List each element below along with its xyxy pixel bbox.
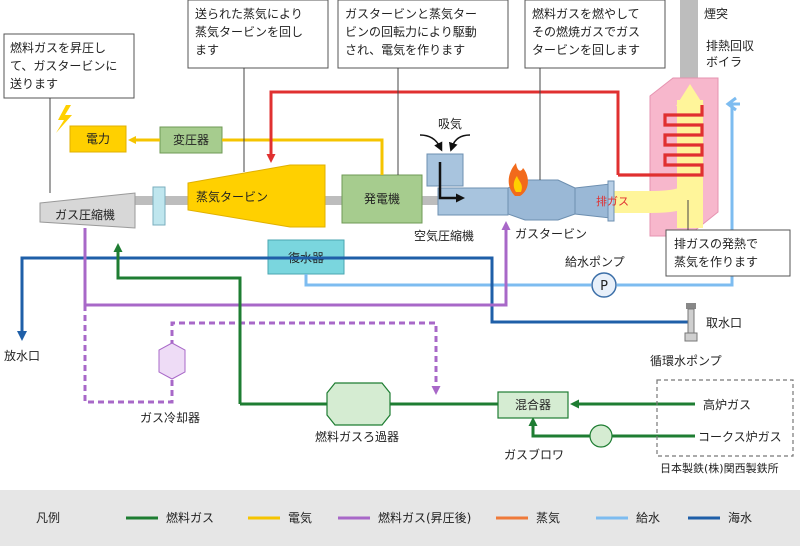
chimney	[680, 0, 698, 82]
discharge-label: 放水口	[4, 348, 40, 363]
coke-oven-gas-label: コークス炉ガス	[698, 430, 782, 444]
electricity-line-generator	[222, 138, 384, 175]
shaft-coupling	[152, 186, 166, 226]
legend-label-3: 蒸気	[536, 510, 560, 525]
seawater-line	[17, 256, 688, 341]
gas-blower	[589, 424, 613, 448]
note-steam-turbine-line3: ます	[195, 43, 219, 57]
steam-turbine	[187, 164, 326, 228]
hrsg-label-line1: 排熱回収	[706, 39, 754, 53]
transformer-label: 変圧器	[173, 132, 209, 147]
exhaust-flow-horizontal	[570, 186, 701, 213]
circulating-pump	[687, 308, 695, 334]
note-generator-line1: ガスタービンと蒸気ター	[345, 6, 477, 21]
mixer-label: 混合器	[515, 397, 551, 412]
feed-pump	[591, 272, 617, 298]
feed-water-line-condenser	[304, 274, 591, 287]
pump-symbol: P	[600, 279, 608, 294]
circulating-pump-base	[684, 332, 698, 342]
intake-arrow-left	[419, 134, 443, 152]
hrsg-label-line2: ボイラ	[706, 55, 742, 69]
coke-oven-gas-line-left	[528, 417, 590, 438]
flame-inner-icon	[513, 176, 522, 192]
legend-label-1: 電気	[288, 510, 312, 525]
generator	[341, 174, 423, 224]
gas-cooler-label: ガス冷却器	[140, 411, 200, 425]
steelworks-box	[656, 379, 794, 457]
note-generator-line3: され、電気を作ります	[345, 42, 465, 57]
note-gas-compressor-line3: 送ります	[10, 76, 58, 91]
legend-items: 燃料ガス 電気 燃料ガス(昇圧後) 蒸気 給水 海水	[126, 510, 752, 525]
legend-label-2: 燃料ガス(昇圧後)	[378, 510, 471, 525]
note-gas-compressor-line1: 燃料ガスを昇圧し	[10, 40, 106, 55]
air-compressor-label: 空気圧縮機	[414, 228, 474, 243]
power-label: 電力	[86, 132, 110, 146]
fuel-filter-label: 燃料ガスろ過器	[315, 429, 399, 444]
gas-cooler	[158, 342, 186, 380]
note-gas-compressor-line2: て、ガスタービンに	[10, 59, 117, 73]
power-box	[69, 125, 127, 153]
legend-label-0: 燃料ガス	[166, 510, 214, 525]
note-exhaust-heat: 排ガスの発熱で 蒸気を作ります	[665, 200, 791, 277]
heat-exchanger-coil	[618, 105, 704, 177]
note-steam-turbine: 送られた蒸気により 蒸気タービンを回し ます	[187, 0, 329, 172]
note-exhaust-heat-line1: 排ガスの発熱で	[674, 237, 758, 251]
note-gas-turbine-line1: 燃料ガスを燃やして	[532, 6, 640, 21]
chimney-label: 煙突	[704, 6, 728, 21]
note-exhaust-heat-line2: 蒸気を作ります	[674, 254, 758, 269]
note-gas-turbine-line2: その燃焼ガスでガス	[532, 24, 640, 39]
blower-label: ガスブロワ	[504, 447, 564, 462]
gas-turbine-label: ガスタービン	[515, 227, 587, 241]
air-intake	[426, 153, 464, 187]
blast-furnace-gas-label: 高炉ガス	[703, 397, 751, 412]
note-gas-turbine-line3: タービンを回します	[532, 43, 640, 57]
steelworks-label: 日本製鉄(株)関西製鉄所	[660, 461, 779, 475]
circulating-pump-top	[686, 303, 696, 309]
legend-label-4: 給水	[636, 511, 660, 525]
exhaust-up-arrow	[676, 84, 704, 106]
legend-title: 凡例	[36, 511, 60, 525]
lightning-icon	[56, 105, 72, 133]
note-generator-line2: ビンの回転力により駆動	[345, 25, 477, 39]
feed-pump-label: 給水ポンプ	[565, 255, 625, 269]
gas-compressor-label: ガス圧縮機	[55, 207, 115, 222]
gas-compressor	[39, 192, 136, 229]
intake-label: 吸気	[438, 116, 462, 131]
air-flow-arrow	[438, 162, 465, 203]
mixer	[497, 391, 569, 419]
boosted-gas-line	[83, 221, 511, 307]
note-gas-turbine: 燃料ガスを燃やして その燃焼ガスでガス タービンを回します	[524, 0, 666, 180]
fuel-gas-filter	[326, 382, 391, 426]
note-steam-turbine-line2: 蒸気タービンを回し	[195, 24, 303, 39]
note-gas-compressor: 燃料ガスを昇圧し て、ガスタービンに 送ります	[3, 33, 135, 193]
circulating-pump-label: 循環水ポンプ	[650, 354, 722, 368]
note-steam-turbine-line1: 送られた蒸気により	[195, 6, 303, 21]
note-generator: ガスタービンと蒸気ター ビンの回転力により駆動 され、電気を作ります	[337, 0, 509, 175]
air-compressor	[437, 187, 509, 216]
generator-label: 発電機	[364, 191, 400, 206]
exhaust-gas-label: 排ガス	[596, 194, 629, 208]
fuel-gas-line-to-compressor	[113, 243, 242, 404]
legend-label-5: 海水	[728, 510, 752, 525]
intake-arrow-right	[448, 134, 471, 152]
feed-water-arrow	[725, 96, 737, 112]
feed-water-line-boiler	[617, 102, 738, 287]
steam-turbine-label: 蒸気タービン	[196, 189, 268, 204]
turbine-outlet-flange	[607, 180, 615, 222]
steam-line	[266, 90, 620, 175]
water-intake-label: 取水口	[706, 316, 742, 330]
